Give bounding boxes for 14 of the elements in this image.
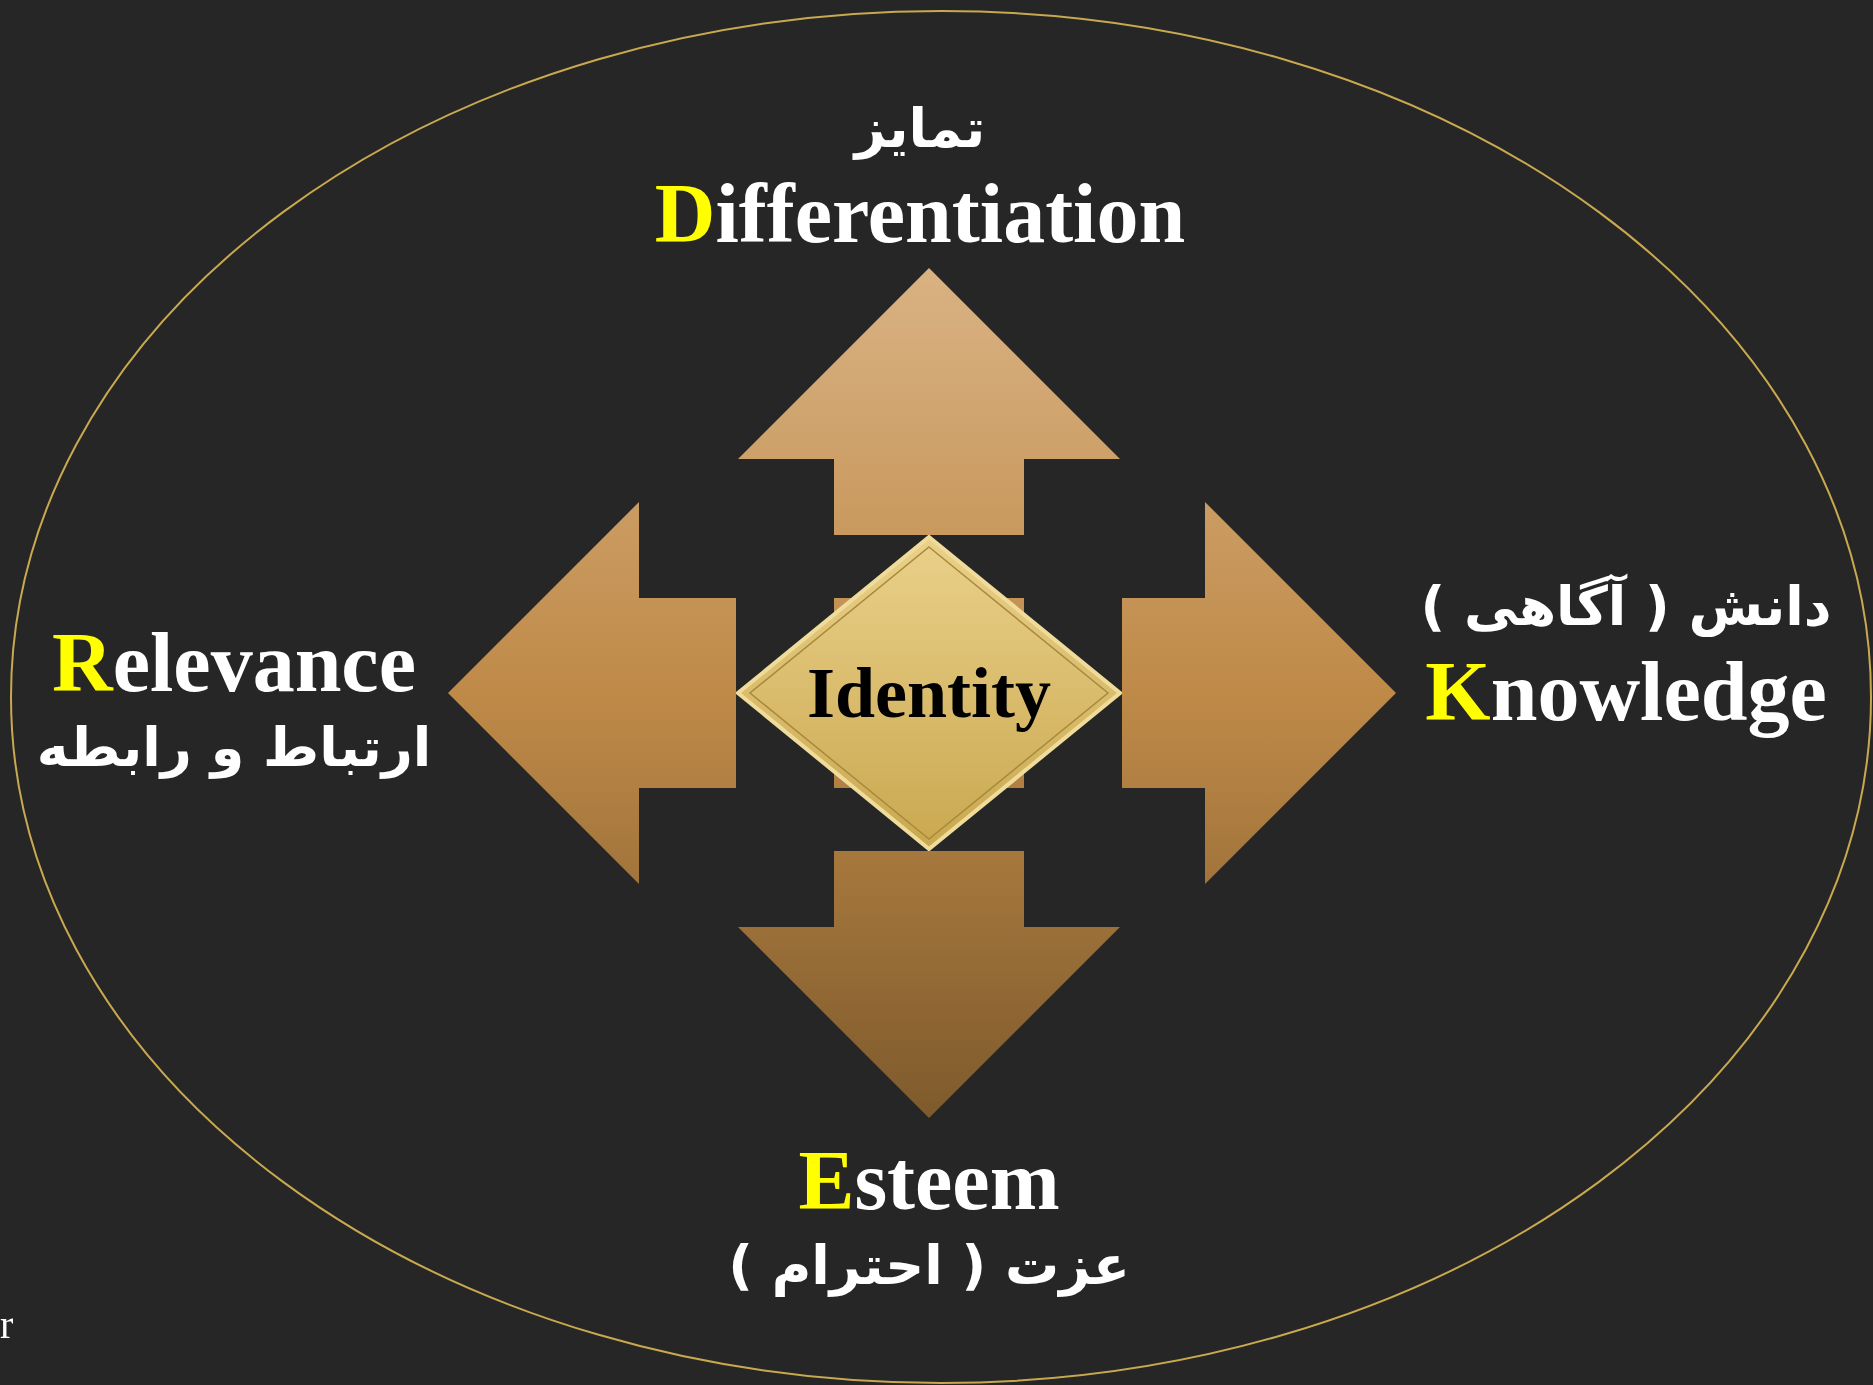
arrow — [738, 268, 1120, 535]
cut-off-text: r — [0, 1305, 14, 1345]
term-label: Esteem — [798, 1134, 1060, 1228]
term-label: Differentiation — [654, 167, 1186, 261]
persian-label: عزت ( احترام ) — [728, 1233, 1130, 1300]
term-label: Relevance — [52, 616, 416, 710]
term-label: Knowledge — [1425, 645, 1827, 739]
persian-label: ارتباط و رابطه — [36, 715, 432, 782]
arrow — [1122, 502, 1396, 884]
arrow — [738, 851, 1120, 1118]
persian-label: دانش ( آگاهی ) — [1420, 573, 1832, 640]
persian-label: تمایز — [854, 95, 986, 162]
decision-diamond — [736, 535, 1122, 851]
arrow — [448, 502, 736, 884]
